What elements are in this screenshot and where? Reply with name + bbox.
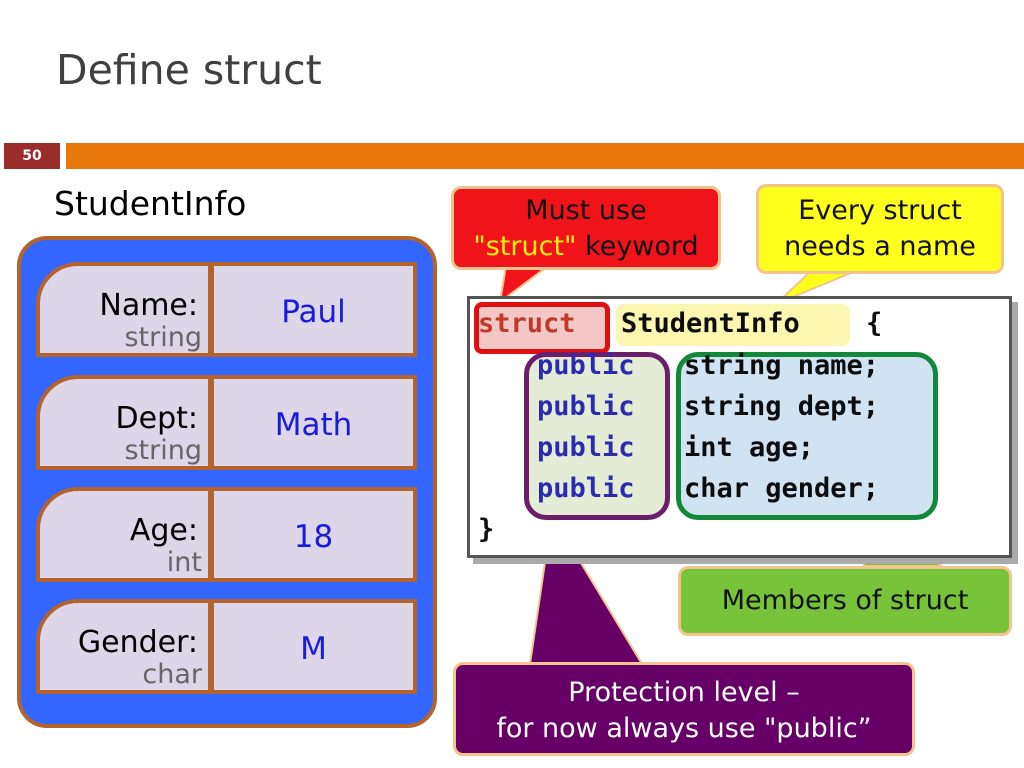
slide-title: Define struct — [56, 46, 322, 94]
code-member: string name; — [684, 350, 880, 381]
code-member: string dept; — [684, 391, 880, 422]
field-row-gender: Gender: char M — [36, 599, 417, 694]
field-value: M — [210, 599, 417, 694]
callout-line: Every struct — [798, 195, 962, 226]
field-type: string — [124, 322, 202, 353]
field-row-name: Name: string Paul — [36, 262, 417, 357]
struct-keyword-highlight — [474, 302, 610, 354]
accent-bar — [66, 143, 1024, 169]
field-label: Age: — [129, 513, 198, 548]
callout-text: keyword — [576, 231, 699, 262]
code-struct-name: StudentInfo — [621, 308, 800, 339]
field-type: char — [142, 659, 202, 690]
field-name-cell: Age: int — [36, 487, 212, 582]
field-name-cell: Dept: string — [36, 375, 212, 470]
field-row-dept: Dept: string Math — [36, 375, 417, 470]
field-label: Gender: — [77, 625, 198, 660]
code-access-public: public — [537, 350, 635, 381]
struct-subtitle: StudentInfo — [54, 184, 247, 223]
field-row-age: Age: int 18 — [36, 487, 417, 582]
code-open-brace: { — [866, 308, 883, 339]
callout-line: Must use — [525, 195, 647, 226]
code-member: int age; — [684, 432, 815, 463]
struct-name-highlight — [616, 304, 850, 346]
public-keywords-highlight — [524, 352, 670, 520]
callout-protection-level: Protection level – for now always use "p… — [453, 662, 915, 756]
field-label: Dept: — [115, 401, 198, 436]
callout-line: for now always use "public” — [496, 713, 872, 744]
callout-keyword: "struct" — [473, 231, 577, 262]
callout-must-use-struct: Must use "struct" keyword — [451, 186, 721, 270]
code-keyword-struct: struct — [478, 308, 576, 339]
code-access-public: public — [537, 473, 635, 504]
code-close-brace: } — [478, 514, 495, 545]
slide-number: 50 — [4, 143, 60, 169]
field-type: string — [124, 435, 202, 466]
code-access-public: public — [537, 432, 635, 463]
field-type: int — [166, 547, 202, 578]
field-value: 18 — [210, 487, 417, 582]
members-highlight — [676, 352, 938, 520]
callout-line: Protection level – — [568, 677, 800, 708]
field-value: Paul — [210, 262, 417, 357]
callout-members: Members of struct — [678, 566, 1012, 636]
field-label: Name: — [99, 288, 198, 323]
field-value: Math — [210, 375, 417, 470]
code-access-public: public — [537, 391, 635, 422]
callout-line: needs a name — [784, 231, 976, 262]
code-member: char gender; — [684, 473, 880, 504]
callout-needs-name: Every struct needs a name — [756, 184, 1004, 274]
callout-line: "struct" keyword — [454, 229, 718, 265]
callout-line: Members of struct — [721, 585, 969, 616]
field-name-cell: Name: string — [36, 262, 212, 357]
